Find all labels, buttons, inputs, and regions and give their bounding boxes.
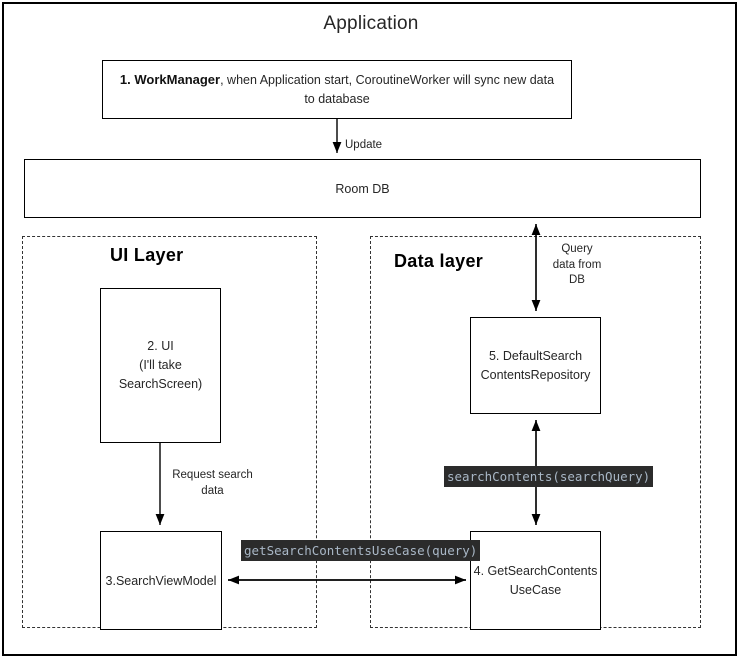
node-repository[interactable]: 5. DefaultSearch ContentsRepository bbox=[470, 317, 601, 414]
zone-data-layer-title: Data layer bbox=[394, 251, 484, 271]
node-workmanager[interactable]: 1. WorkManager, when Application start, … bbox=[102, 60, 572, 119]
node-ui-label: 2. UI (I'll take SearchScreen) bbox=[118, 339, 203, 391]
node-viewmodel-label: 3.SearchViewModel bbox=[105, 573, 217, 588]
node-usecase[interactable]: 4. GetSearchContents UseCase bbox=[470, 531, 601, 630]
node-room-db-label: Room DB bbox=[335, 181, 390, 196]
node-workmanager-number: 1. WorkManager bbox=[119, 71, 221, 87]
node-ui[interactable]: 2. UI (I'll take SearchScreen) bbox=[100, 288, 221, 443]
node-workmanager-text: , when Application start, CoroutineWorke… bbox=[220, 72, 555, 106]
node-room-db[interactable]: Room DB bbox=[24, 159, 701, 218]
edge-label-request: Request search data bbox=[172, 469, 253, 497]
node-viewmodel[interactable]: 3.SearchViewModel bbox=[100, 531, 222, 630]
node-repository-label: 5. DefaultSearch ContentsRepository bbox=[480, 348, 591, 382]
zone-ui-layer-title: UI Layer bbox=[110, 245, 184, 265]
node-usecase-label: 4. GetSearchContents UseCase bbox=[473, 563, 598, 597]
edge-label-get-search-contents-usecase: getSearchContentsUseCase(query) bbox=[241, 540, 481, 561]
edge-label-update: Update bbox=[345, 139, 383, 151]
edge-label-search-contents: searchContents(searchQuery) bbox=[444, 466, 654, 487]
page-title: Application bbox=[323, 13, 419, 34]
edge-label-query: Query data from DB bbox=[552, 243, 602, 287]
